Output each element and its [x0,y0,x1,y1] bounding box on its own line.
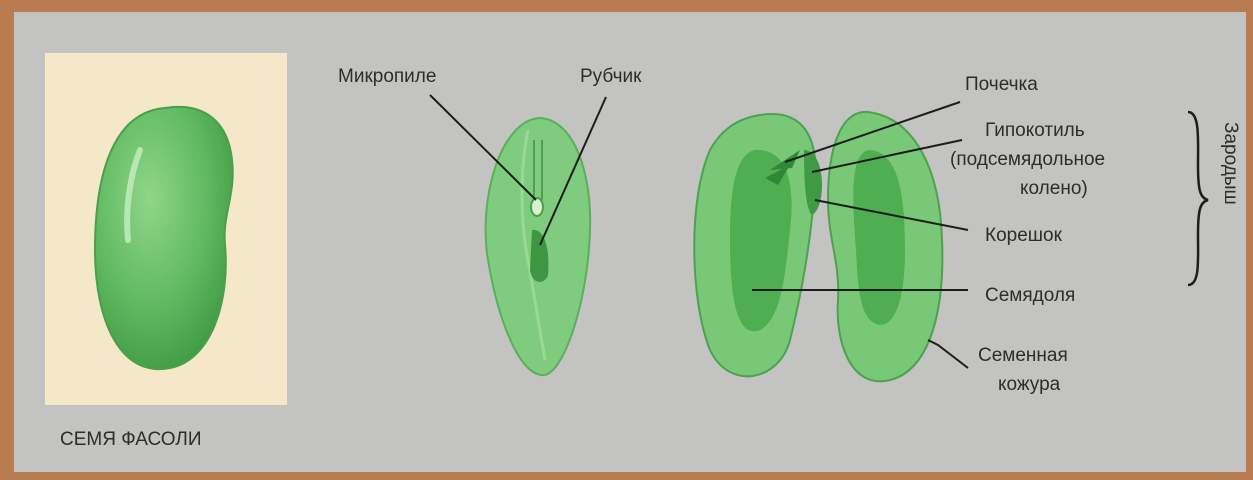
label-gipokotil-2: (подсемядольное [950,149,1105,170]
label-koreshok: Корешок [985,225,1063,246]
label-pochechka: Почечка [965,74,1038,95]
leader-kozhura [928,340,968,368]
label-semyadolya: Семядоля [985,285,1075,306]
label-gipokotil-3: колено) [1020,178,1088,199]
whole-bean-seed [95,107,233,369]
micropyle-mark [531,198,543,216]
label-kozhura-2: кожура [998,374,1061,395]
label-zarodysh: Зародыш [1220,122,1241,205]
embryo-brace [1188,112,1208,285]
label-mikropile: Микропиле [338,66,436,87]
label-kozhura-1: Семенная [978,345,1068,366]
caption-seed: СЕМЯ ФАСОЛИ [60,429,202,450]
label-gipokotil-1: Гипокотиль [985,120,1085,141]
label-rubchik: Рубчик [580,66,642,87]
